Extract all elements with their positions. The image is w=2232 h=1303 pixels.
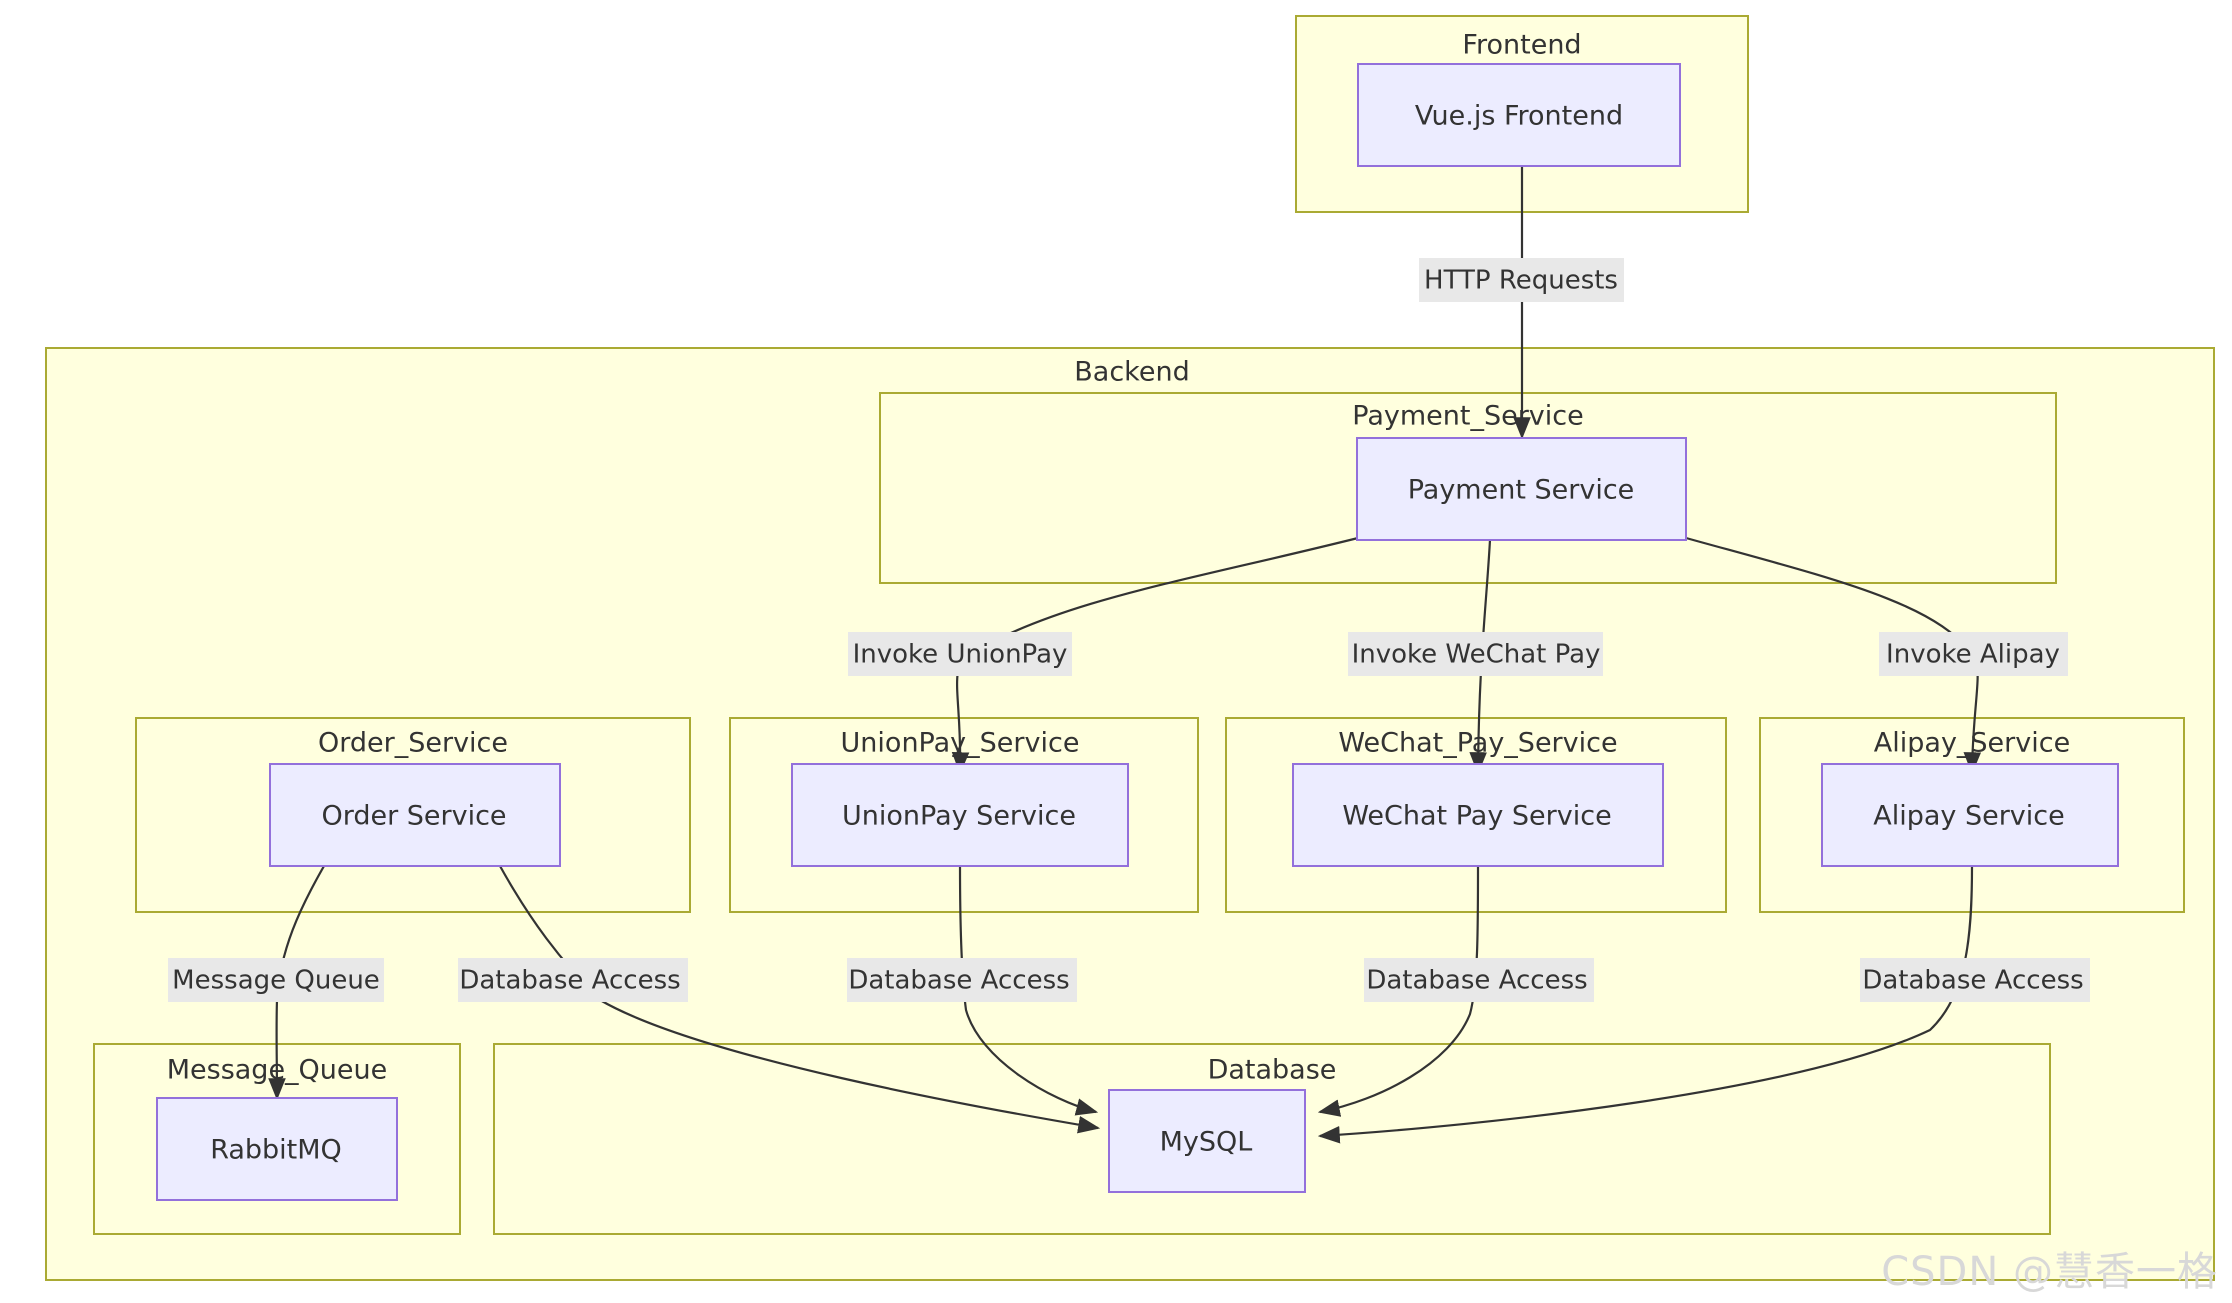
node-order-service-label: Order Service: [321, 801, 506, 832]
node-mysql[interactable]: MySQL: [1108, 1089, 1306, 1193]
node-payment-service-box[interactable]: [1356, 437, 1687, 541]
node-rabbitmq-label: RabbitMQ: [210, 1135, 342, 1166]
edge-label-db-unionpay-bg: [847, 958, 1077, 1002]
edge-label-db-wechat-bg: [1364, 958, 1594, 1002]
node-vue-frontend-box[interactable]: [1357, 63, 1681, 167]
node-payment-service-label: Payment Service: [1408, 475, 1635, 506]
edge-label-db-wechat-text: Database Access: [1366, 966, 1587, 996]
node-alipay-service[interactable]: Alipay Service: [1821, 763, 2119, 867]
edge-label-db-alipay: Database Access: [1860, 958, 2090, 1002]
node-alipay-service-box[interactable]: [1821, 763, 2119, 867]
edge-payment-to-unionpay: [951, 536, 1359, 775]
edge-label-db-unionpay: Database Access: [847, 958, 1077, 1002]
cluster-backend-label: Backend: [1074, 357, 1189, 388]
node-order-service-box[interactable]: [269, 763, 561, 867]
node-alipay-service-label: Alipay Service: [1873, 801, 2065, 832]
node-unionpay-service[interactable]: UnionPay Service: [791, 763, 1129, 867]
edge-label-invoke-alipay-bg: [1879, 632, 2068, 676]
node-payment-service[interactable]: Payment Service: [1356, 437, 1687, 541]
cluster-order-service-label: Order_Service: [318, 728, 508, 759]
edge-label-invoke-unionpay-text: Invoke UnionPay: [853, 640, 1068, 670]
csdn-watermark: CSDN @慧香一格: [1881, 1249, 2218, 1295]
edge-label-invoke-unionpay-bg: [848, 632, 1072, 676]
node-mysql-label: MySQL: [1160, 1127, 1253, 1158]
cluster-payment-service-label: Payment_Service: [1352, 401, 1584, 432]
edge-label-db-alipay-bg: [1860, 958, 2090, 1002]
edge-label-http-requests: HTTP Requests: [1419, 258, 1624, 302]
edge-label-message-queue-bg: [168, 958, 384, 1002]
node-unionpay-service-label: UnionPay Service: [842, 801, 1076, 832]
edge-unionpay-to-mysql: [958, 865, 1099, 1116]
edge-alipay-to-mysql: [1317, 865, 1974, 1144]
edge-label-message-queue-text: Message Queue: [172, 966, 380, 996]
node-wechat-pay-service-box[interactable]: [1292, 763, 1664, 867]
node-unionpay-service-box[interactable]: [791, 763, 1129, 867]
node-wechat-pay-service[interactable]: WeChat Pay Service: [1292, 763, 1664, 867]
edge-label-invoke-wechat: Invoke WeChat Pay: [1348, 632, 1603, 676]
node-vue-frontend[interactable]: Vue.js Frontend: [1357, 63, 1681, 167]
edge-label-invoke-alipay-text: Invoke Alipay: [1886, 640, 2060, 670]
node-rabbitmq-box[interactable]: [156, 1097, 398, 1201]
edge-label-invoke-alipay: Invoke Alipay: [1879, 632, 2068, 676]
cluster-frontend-label: Frontend: [1462, 30, 1581, 61]
node-vue-frontend-label: Vue.js Frontend: [1415, 101, 1623, 132]
edge-label-invoke-wechat-bg: [1348, 632, 1603, 676]
node-mysql-box[interactable]: [1108, 1089, 1306, 1193]
node-wechat-pay-service-label: WeChat Pay Service: [1342, 801, 1611, 832]
node-order-service[interactable]: Order Service: [269, 763, 561, 867]
edge-label-db-wechat: Database Access: [1364, 958, 1594, 1002]
node-rabbitmq[interactable]: RabbitMQ: [156, 1097, 398, 1201]
edge-label-http-requests-text: HTTP Requests: [1424, 266, 1618, 296]
edge-label-message-queue: Message Queue: [168, 958, 384, 1002]
edge-label-db-order-bg: [458, 958, 688, 1002]
edge-label-db-alipay-text: Database Access: [1862, 966, 2083, 996]
edge-wechat-to-mysql: [1317, 865, 1480, 1117]
edge-order-to-mysql: [499, 865, 1101, 1134]
edge-label-db-order-text: Database Access: [459, 966, 680, 996]
edge-label-invoke-wechat-text: Invoke WeChat Pay: [1352, 640, 1601, 670]
edge-label-db-unionpay-text: Database Access: [848, 966, 1069, 996]
cluster-database-label: Database: [1208, 1055, 1337, 1086]
edge-label-db-order: Database Access: [458, 958, 688, 1002]
edge-label-invoke-unionpay: Invoke UnionPay: [848, 632, 1072, 676]
edge-label-http-requests-bg: [1419, 258, 1624, 302]
